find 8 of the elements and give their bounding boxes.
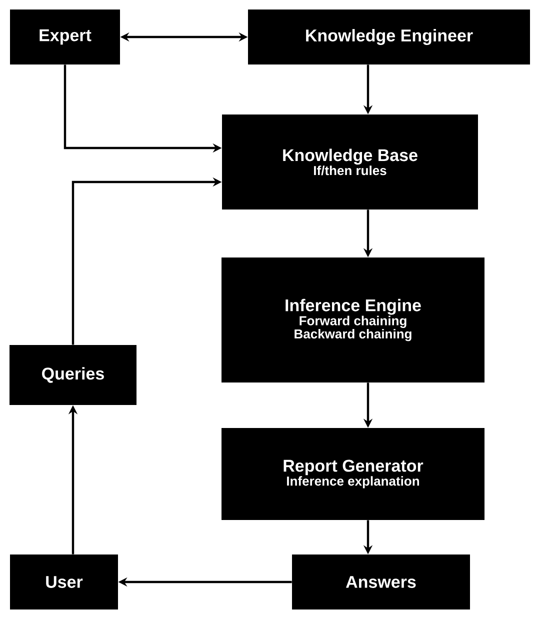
- process-box: Knowledge Engineer: [248, 10, 530, 64]
- process-box: Inference Engine Forward chaining Backward chaining: [222, 258, 484, 382]
- process-box: Knowledge Base If/then rules: [222, 114, 478, 210]
- process-box: User: [10, 554, 118, 610]
- process-box: Report Generator Inference explanation: [222, 428, 484, 520]
- process-box: Answers: [292, 554, 470, 610]
- process-box: Expert: [10, 10, 120, 64]
- process-box: Queries: [10, 345, 136, 405]
